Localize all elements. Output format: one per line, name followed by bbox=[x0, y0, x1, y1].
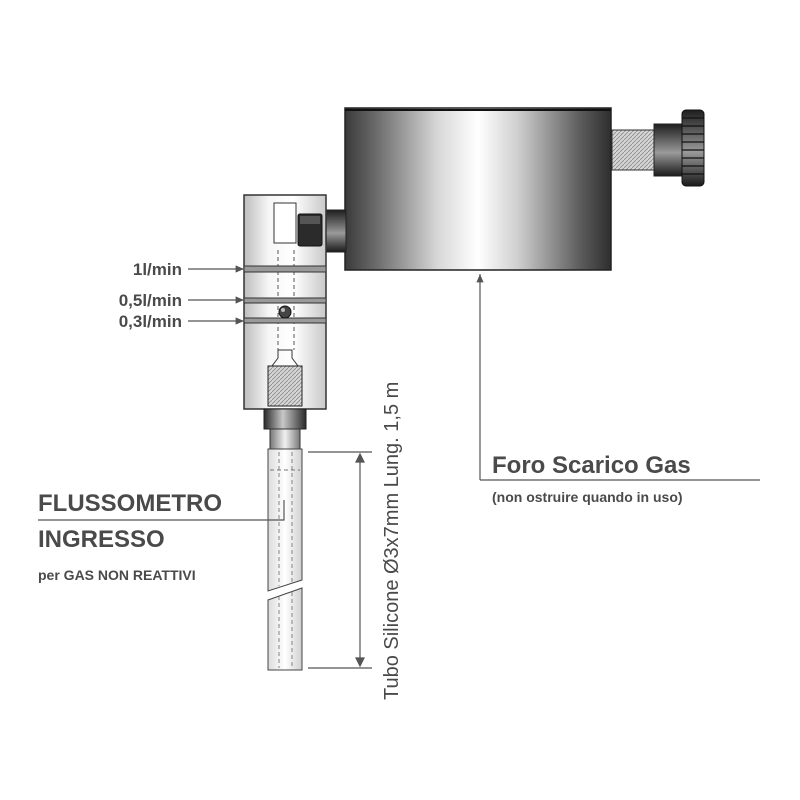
outlet-title: Foro Scarico Gas bbox=[492, 452, 691, 479]
side-connector bbox=[323, 209, 347, 253]
adjust-knob bbox=[611, 109, 705, 187]
exhaust-cylinder bbox=[344, 107, 612, 271]
silicone-hose bbox=[267, 448, 303, 671]
leader-lines bbox=[38, 265, 760, 521]
length-dimension bbox=[308, 451, 372, 669]
inlet-title-line2: INGRESSO bbox=[38, 526, 165, 553]
flow-mark-1: 1l/min bbox=[133, 260, 182, 279]
tube-label: Tubo Silicone Ø3x7mm Lung. 1,5 m bbox=[381, 382, 403, 700]
flow-mark-05: 0,5l/min bbox=[119, 291, 182, 310]
outlet-note: (non ostruire quando in uso) bbox=[492, 489, 683, 505]
inlet-fitting bbox=[263, 408, 307, 450]
flow-mark-03: 0,3l/min bbox=[119, 312, 182, 331]
flowmeter-block bbox=[243, 194, 327, 410]
inlet-subtitle: per GAS NON REATTIVI bbox=[38, 567, 196, 583]
inlet-title-line1: FLUSSOMETRO bbox=[38, 490, 222, 517]
